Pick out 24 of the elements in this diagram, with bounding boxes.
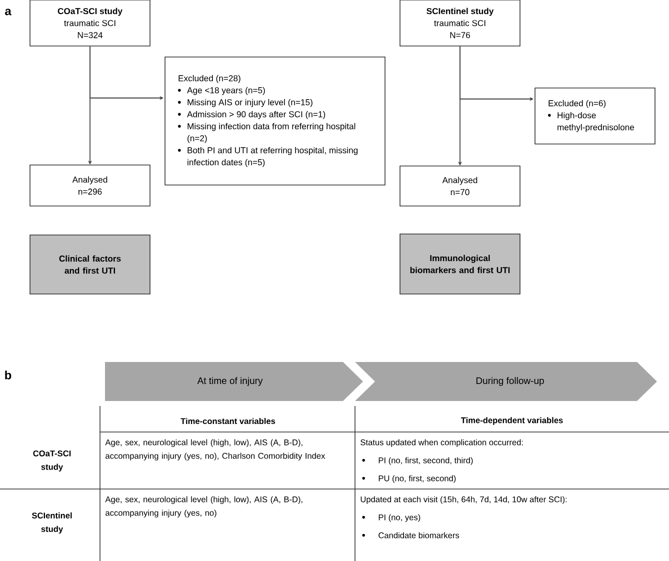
study-box: SCIentinel study traumatic SCI N=76 [400, 0, 520, 46]
row-header: COaT-SCI study [33, 450, 71, 472]
chevron-banner: At time of injury [105, 362, 363, 401]
bullet-item: Candidate biomarkers [362, 532, 460, 538]
column-header: Time-dependent variables [460, 417, 563, 425]
row-header: SCIentinel study [32, 512, 72, 534]
panel-letter: a [5, 8, 12, 16]
process-box: Analysed n=296 [30, 164, 150, 206]
panel-letter: b [5, 370, 12, 380]
table-cell-text: Age, sex, neurological level (high, low), AIS (A, B-D), accompanying injury (yes, no) [105, 496, 302, 518]
table-cell-text: Status updated when complication occurred: [360, 439, 523, 447]
outcome-box: Immunological biomarkers and first UTI [400, 234, 520, 294]
table-cell-text: Updated at each visit (15h, 64h, 7d, 14d, 10w after SCI): [360, 496, 567, 504]
exclusion-box: Excluded (n=6) High-dose methyl-prednisolone [534, 88, 656, 144]
study-box: COaT-SCI study traumatic SCI N=324 [30, 0, 150, 46]
table-cell-text: Age, sex, neurological level (high, low), AIS (A, B-D), accompanying injury (yes, no), Charlson Comorbidity Index [105, 439, 326, 460]
bullet-item: PI (no, yes) [362, 514, 420, 522]
outcome-box: Clinical factors and first UTI [30, 234, 150, 294]
column-header: Time-constant variables [180, 418, 276, 424]
bullet-item: PI (no, first, second, third) [362, 457, 473, 465]
chevron-banner: During follow-up [355, 362, 657, 401]
exclusion-box: Excluded (n=28) Age <18 years (n=5) Missing AIS or injury level (n=15) Admission > 90 days after SCI (n=1) Missing infection data from referring hospital (n=2) Both PI and UTI at referring hospital, missing infection dates (n=5) [164, 56, 386, 186]
process-box: Analysed n=70 [400, 166, 520, 206]
bullet-item: PU (no, first, second) [362, 475, 456, 483]
